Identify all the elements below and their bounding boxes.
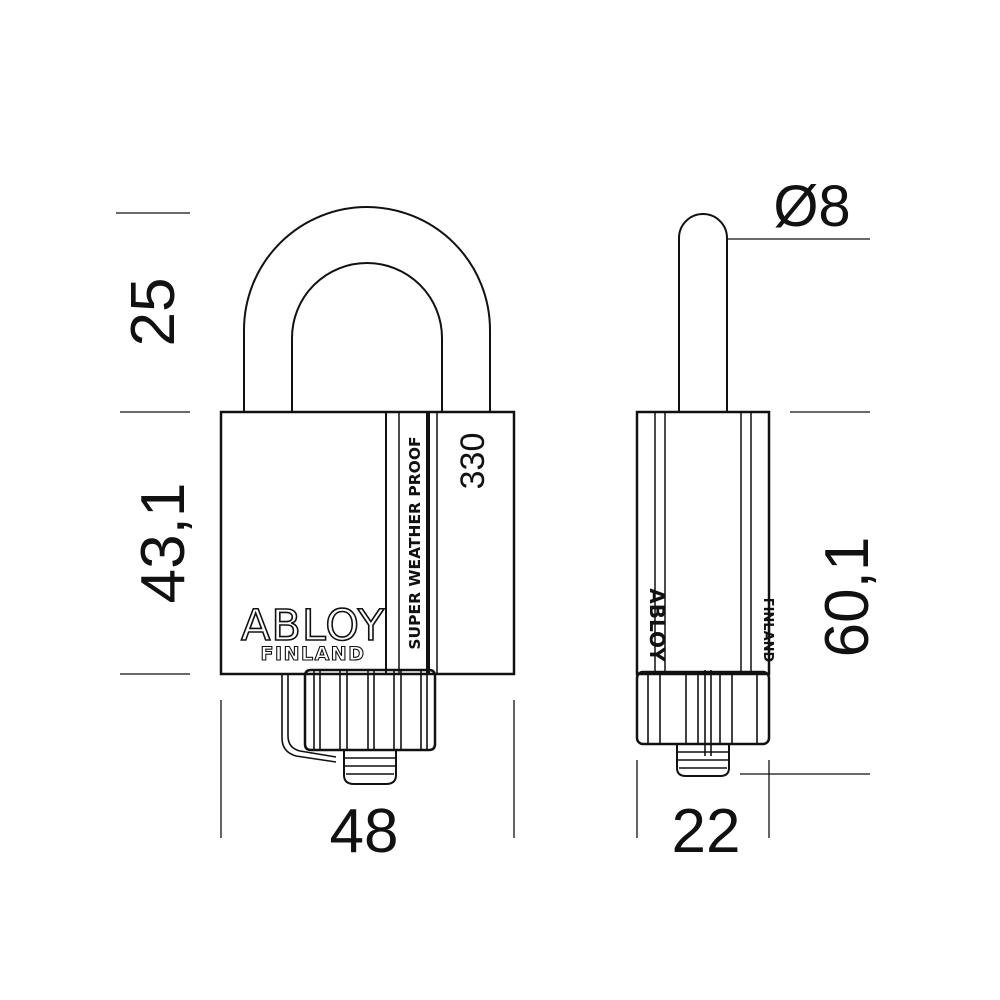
side-view: ABLOY FINLAND xyxy=(635,213,775,777)
band-text: SUPER WEATHER PROOF xyxy=(406,436,424,649)
front-shackle-inner xyxy=(291,262,443,412)
front-view: SUPER WEATHER PROOF 330 ABLOY FINLAND xyxy=(219,206,516,785)
side-cap xyxy=(635,670,771,746)
front-cap xyxy=(303,668,437,752)
front-cable-inner xyxy=(287,674,337,758)
dim-label-side-width: 22 xyxy=(672,797,741,866)
dimension-labels: 25 43,1 48 Ø8 60,1 22 xyxy=(119,174,882,866)
dim-label-side-height: 60,1 xyxy=(813,537,882,658)
side-brand-left: ABLOY xyxy=(645,588,669,662)
side-brand-right: FINLAND xyxy=(760,598,775,663)
side-plug xyxy=(676,744,730,777)
dim-label-body-height: 43,1 xyxy=(129,483,198,604)
front-cap-ridges xyxy=(313,670,428,750)
dim-label-shackle-diameter: Ø8 xyxy=(773,174,850,239)
brand-logo: ABLOY xyxy=(241,601,385,651)
dimension-lines xyxy=(116,212,870,838)
side-plug-rings xyxy=(677,751,729,769)
side-lock-body xyxy=(635,410,771,676)
side-body-lines xyxy=(654,412,752,674)
side-shackle xyxy=(678,213,728,412)
front-shackle-outer xyxy=(243,206,491,412)
front-plug-rings xyxy=(344,757,396,775)
side-cable xyxy=(704,670,712,756)
dim-label-body-width: 48 xyxy=(330,797,399,866)
brand-origin: FINLAND xyxy=(261,643,366,665)
side-cap-ridges xyxy=(647,672,758,744)
model-number: 330 xyxy=(454,433,492,490)
dim-label-shackle-height: 25 xyxy=(119,278,188,347)
front-plug xyxy=(343,750,397,785)
front-cable xyxy=(281,674,337,763)
